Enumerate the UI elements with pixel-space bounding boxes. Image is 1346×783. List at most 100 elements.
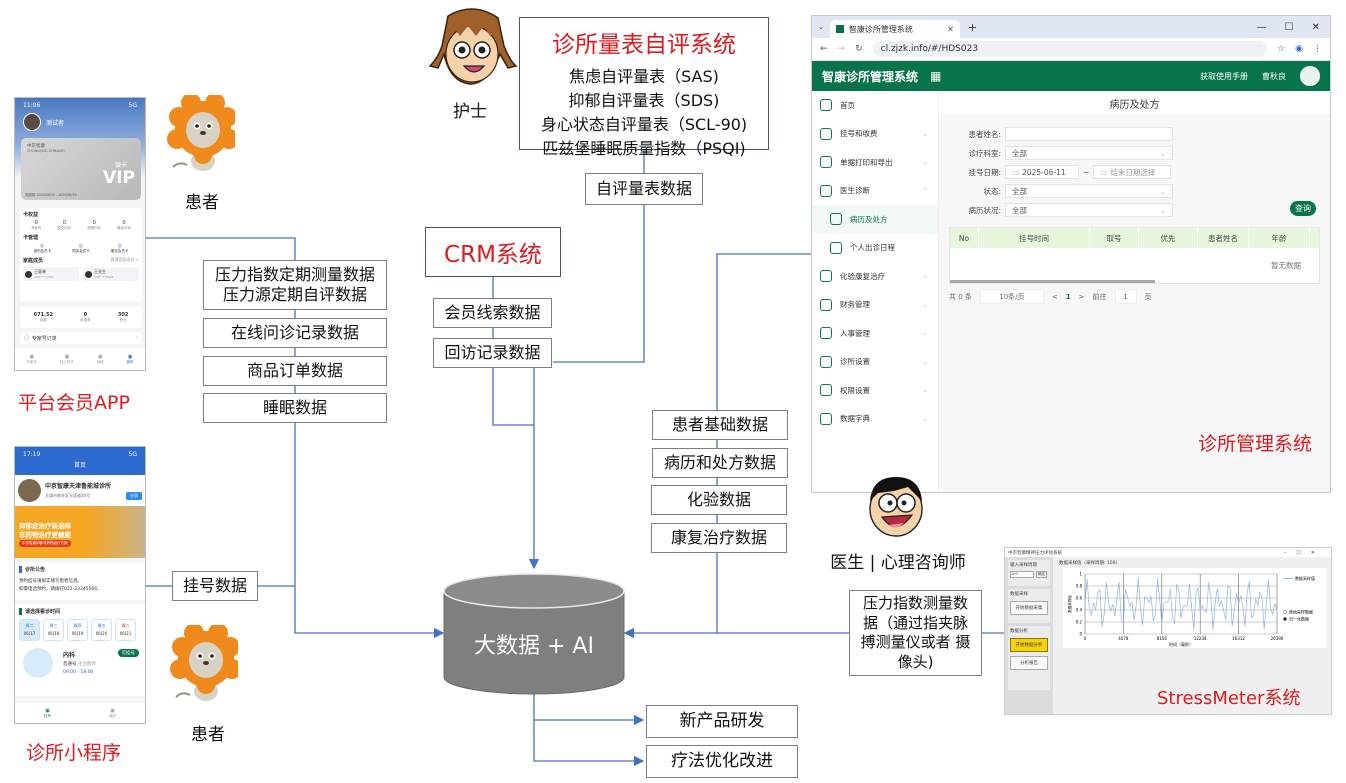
card-mgmt-item[interactable]: ◎赠送会员卡 [111,243,129,254]
column-header[interactable]: 取号 [1090,228,1139,248]
column-header[interactable]: 优先 [1139,228,1198,248]
tab-list-icon[interactable]: ⌄ [818,23,824,31]
maximize-icon[interactable]: ☐ [1284,21,1294,33]
sidebar-item[interactable]: 单据打印和导出⌄ [812,148,938,177]
sidebar-item[interactable]: 挂号和收费⌄ [812,120,938,149]
tab-bar-item[interactable]: ▣线上问诊 [60,354,74,365]
y-tick-label: 0.8 [1076,584,1083,589]
browser-tab[interactable]: 智康诊所管理系统 ✕ [829,20,960,38]
tab-bar-item[interactable]: ▣挂号 [44,708,51,719]
sidebar-item[interactable]: 首页 [812,91,938,120]
forward-icon[interactable]: → [837,44,846,54]
minimize-icon[interactable]: – [1283,549,1297,556]
date-end-input[interactable]: ▭结束日期选择 [1093,165,1172,179]
bookmark-star-icon[interactable]: ☆ [1277,44,1286,54]
collect-button[interactable]: 开始数据采集 [1010,601,1048,615]
menu-item-icon [820,412,832,425]
crm-system-box: CRM系统 [425,227,561,277]
column-header[interactable]: 挂号时间 [979,228,1090,248]
tab-bar-item[interactable]: ▣商城 [97,354,104,365]
patient-name-input[interactable] [1005,127,1173,141]
dept-select[interactable]: 全部⌄ [1005,146,1173,160]
query-button[interactable]: 查询 [1290,201,1316,216]
notice-line: 预约挂号请如实填写患者信息。 [19,579,82,584]
tab-bar-item[interactable]: ▣我的 [127,354,134,365]
clinic-photo [18,479,41,502]
page-size-select[interactable]: 10条/页 [979,289,1044,304]
confirm-button[interactable]: 确定 [1036,571,1047,578]
day-date: 06/21 [119,631,132,636]
menu-dots-icon[interactable]: ⋮ [1313,44,1322,54]
order-link[interactable]: 专家号订单 [31,335,57,342]
bookable-badge[interactable]: 可挂号 [117,649,139,657]
sidebar-item[interactable]: 诊所设置⌄ [812,348,938,377]
sidebar-item[interactable]: 个人出诊日程 [812,234,938,263]
total-count: 共 0 条 [949,292,972,301]
sidebar-item[interactable]: 病历及处方 [812,205,938,234]
menu-item-icon [820,156,832,169]
share-button[interactable]: 分享 [126,492,142,500]
report-button[interactable]: 分析报告 [1010,656,1048,670]
profile-icon[interactable]: ◉ [1295,44,1303,54]
close-tab-icon[interactable]: ✕ [947,24,954,34]
sidebar-item[interactable]: 财务管理⌄ [812,291,938,320]
back-icon[interactable]: ← [820,44,828,54]
minimize-icon[interactable]: — [1256,21,1267,33]
column-header[interactable]: 年龄 [1249,228,1310,248]
radio-button[interactable] [1283,617,1287,621]
core-label: 大数据 + AI [474,634,594,659]
select-value: 全部 [1012,148,1027,158]
grid-menu-icon[interactable]: ▦ [930,69,942,83]
close-window-icon[interactable]: ✕ [1311,21,1320,33]
column-header[interactable]: 患者姓名 [1198,228,1249,248]
maximize-icon[interactable]: ☐ [1296,549,1311,556]
family-manage-link[interactable]: 管理家庭成员 > [110,257,139,262]
user-avatar[interactable] [1300,66,1320,86]
goto-page-input[interactable]: 1 [1114,289,1137,304]
prev-page-button[interactable]: < [1051,292,1058,301]
sidebar-item[interactable]: 医生诊断⌃ [812,177,938,206]
radio-button[interactable] [1283,610,1287,614]
sample-period-input[interactable]: 100 [1010,571,1034,578]
chevron-icon: ⌄ [922,357,928,366]
record-status-select[interactable]: 全部⌄ [1005,203,1173,217]
horizontal-scrollbar[interactable] [950,280,1155,283]
close-window-icon[interactable]: ✕ [1310,549,1325,556]
sidebar-item[interactable]: 化验康复治疗⌄ [812,262,938,291]
calendar-icon: ▭ [1100,167,1108,177]
sidebar-item[interactable]: 人事管理⌄ [812,319,938,348]
sidebar-item[interactable]: 数据字典⌄ [812,405,938,434]
page-title: 病历及处方 [939,91,1330,116]
card-mgmt-item[interactable]: ◎我的会员卡 [34,243,52,254]
address-bar[interactable]: cl.zjzk.info/#/HDS023 [872,41,1268,57]
reload-icon[interactable]: ↻ [855,44,863,54]
next-page-button[interactable]: > [1078,292,1085,301]
sidebar-item[interactable]: 权限设置⌄ [812,376,938,405]
manual-link[interactable]: 获取使用手册 [1200,71,1248,81]
column-header[interactable]: No [950,228,979,248]
tab-bar-item[interactable]: ▣专家号 [26,354,37,365]
current-page[interactable]: 1 [1065,292,1071,301]
tab-bar-item[interactable]: ▣我的 [109,708,116,719]
status-select[interactable]: 全部⌄ [1005,184,1173,198]
new-tab-icon[interactable]: + [967,20,978,34]
promo-banner[interactable]: 抑郁症治疗新选择 非药物治疗更健康 中京智康抑郁非药物治疗方案 [15,506,145,558]
analyze-button[interactable]: 开始数据分析 [1010,638,1048,652]
card-mgmt-item[interactable]: ◎购买会员卡 [72,243,90,254]
date-start-input[interactable]: ▭2025-06-11 [1005,165,1079,179]
avatar [23,113,41,131]
